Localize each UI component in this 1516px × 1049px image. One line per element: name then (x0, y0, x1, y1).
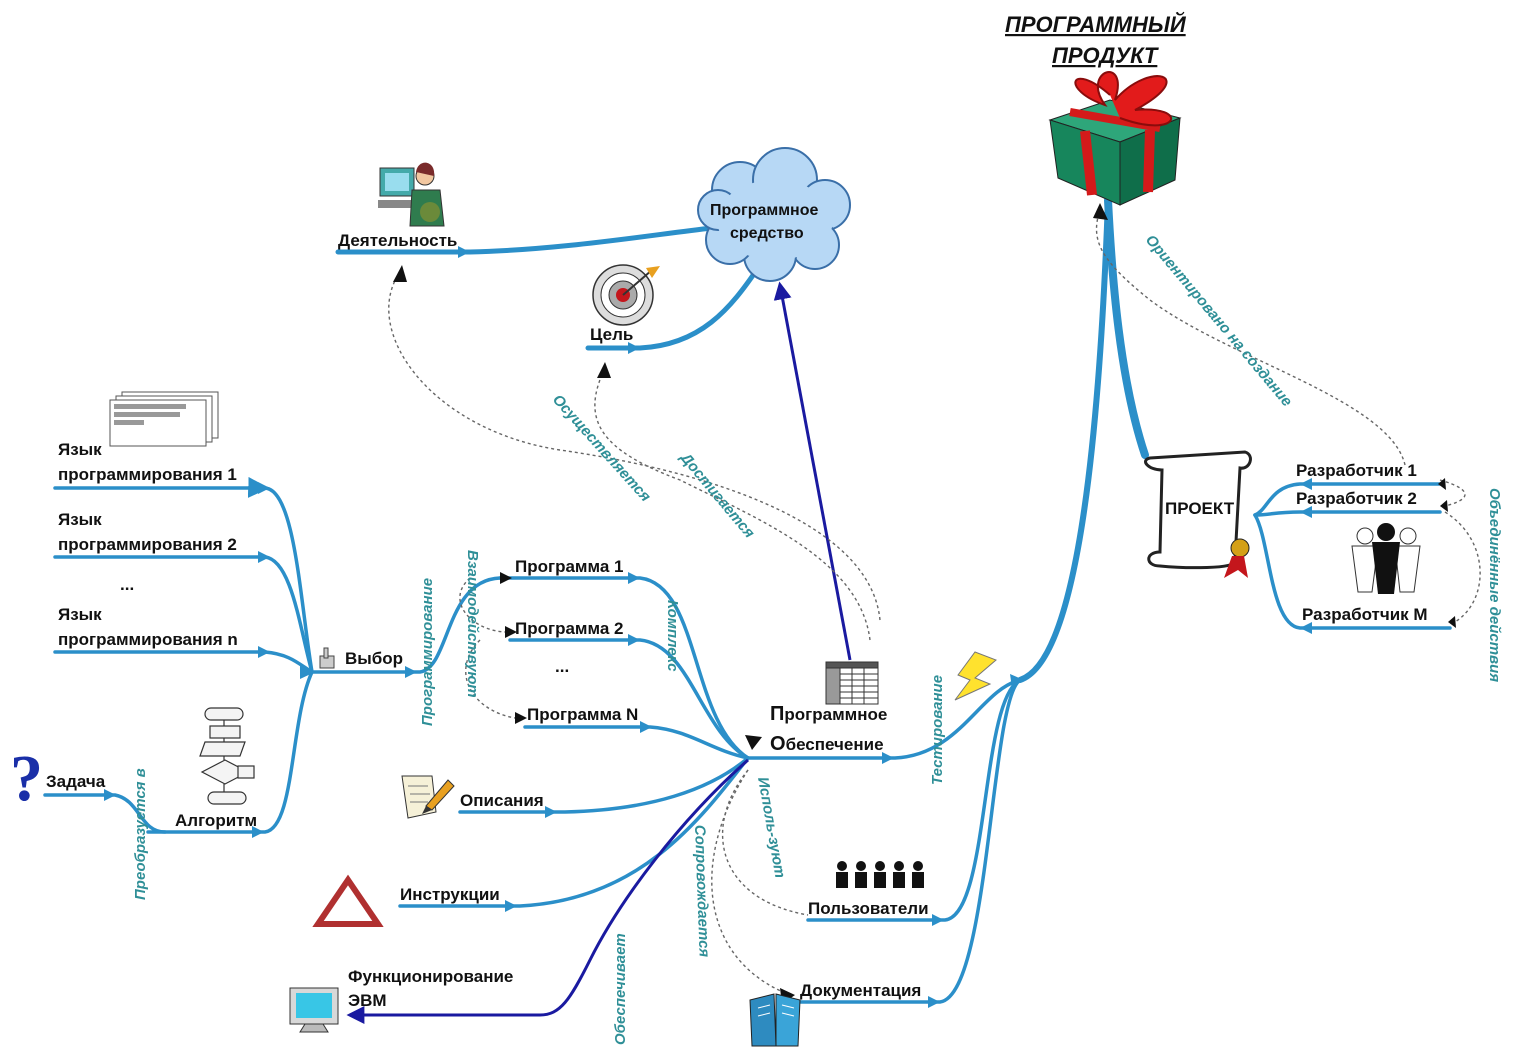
people-group-icon (836, 861, 924, 888)
relation-oriented: Ориентировано на создание (1142, 232, 1295, 410)
dotted-relations (388, 209, 1481, 996)
question-icon: ? (10, 742, 43, 815)
node-lang1-line2: программирования 1 (58, 465, 237, 484)
node-program-ellipsis: ... (555, 657, 569, 676)
woman-computer-icon (378, 162, 445, 227)
branch-program2 (508, 638, 750, 760)
node-lang2-line2: программирования 2 (58, 535, 237, 554)
branch-users (806, 678, 1022, 922)
node-instructions: Инструкции (400, 885, 500, 904)
screen-doc-icon (109, 391, 219, 447)
node-goal: Цель (590, 325, 633, 344)
branch-devM (1253, 513, 1452, 630)
arrow-software-to-cloud (773, 281, 852, 661)
node-cloud-line2: средство (730, 225, 804, 242)
branch-dev1 (1253, 482, 1442, 517)
relation-programming: Программирование (419, 578, 436, 726)
node-software-line1-rest: рограммное (784, 705, 887, 724)
branch-programN (523, 725, 750, 760)
branch-documentation (796, 678, 1022, 1004)
book-icon (749, 993, 801, 1047)
monitor-icon (289, 987, 339, 1033)
node-dev1: Разработчик 1 (1296, 461, 1417, 480)
node-activity: Деятельность (338, 231, 457, 250)
node-cloud-line1: Программное (710, 202, 818, 219)
node-software-line2-rest: беспечение (786, 735, 884, 754)
branch-activity (335, 225, 715, 255)
node-software-line1-initial: П (770, 703, 784, 725)
node-project: ПРОЕКТ (1165, 499, 1235, 518)
relation-accompanied: Сопровождается (691, 825, 713, 958)
relation-implemented: Осуществляется (549, 391, 654, 505)
branch-software (746, 678, 1022, 760)
branch-lines (43, 196, 1452, 1004)
node-lang1-line1: Язык (58, 440, 102, 459)
spreadsheet-icon (825, 661, 879, 705)
branch-choice (310, 576, 502, 674)
node-program2: Программа 2 (515, 619, 623, 638)
branch-algorithm (146, 670, 314, 834)
relation-transforms: Преобразуется в (132, 768, 149, 900)
relation-complex: Комплекс (664, 600, 681, 672)
branch-dev2 (1253, 510, 1442, 517)
node-langn-line2: программирования n (58, 630, 238, 649)
node-descriptions: Описания (460, 791, 544, 810)
branch-lang2 (53, 555, 314, 674)
relation-testing: Тестирование (929, 675, 946, 785)
branch-lang1 (53, 476, 314, 674)
branch-to-gift (1017, 197, 1111, 683)
branch-goal (585, 262, 763, 351)
diagram-title-line2: ПРОДУКТ (1052, 43, 1159, 68)
relation-use: Исполь-зуют (754, 776, 788, 880)
cloud-shape (697, 147, 851, 282)
relation-joint: Объединённые действия (1486, 488, 1503, 682)
hand-icon (319, 647, 335, 669)
arrow-provides-computer (346, 758, 749, 1024)
pencil-doc-icon (401, 775, 455, 819)
diagram-title-line1: ПРОГРАММНЫЙ (1005, 11, 1187, 37)
target-icon (592, 264, 660, 326)
node-lang2-line1: Язык (58, 510, 102, 529)
node-computer-line2: ЭВМ (348, 991, 387, 1010)
branch-langn (53, 650, 314, 674)
node-task: Задача (46, 772, 106, 791)
gift-icon (1048, 71, 1182, 206)
node-software-line2-initial: О (770, 733, 786, 755)
node-langn-line1: Язык (58, 605, 102, 624)
node-lang-ellipsis: ... (120, 575, 134, 594)
branch-descriptions (458, 756, 750, 814)
node-software-line1: Программное (770, 703, 887, 725)
node-devM: Разработчик М (1302, 605, 1428, 624)
relation-interact: Взаимодействуют (464, 550, 481, 698)
node-choice: Выбор (345, 649, 403, 668)
developers-icon (1351, 523, 1421, 594)
relation-provides: Обеспечивает (612, 933, 629, 1045)
node-users: Пользователи (808, 899, 929, 918)
node-programN: Программа N (527, 705, 638, 724)
branch-project (1104, 196, 1149, 459)
lightning-icon (954, 651, 997, 701)
warning-triangle-icon (312, 874, 384, 927)
flowchart-icon (199, 707, 255, 805)
branch-arrowheads (104, 246, 1312, 1008)
node-software-line2: Обеспечение (770, 733, 884, 755)
node-documentation: Документация (800, 981, 921, 1000)
node-dev2: Разработчик 2 (1296, 489, 1417, 508)
node-algorithm: Алгоритм (175, 811, 257, 830)
node-computer-line1: Функционирование (348, 967, 513, 986)
branch-program1 (498, 576, 750, 760)
dotted-arrowheads (393, 203, 1456, 1004)
node-program1: Программа 1 (515, 557, 623, 576)
scroll-icon (1144, 450, 1252, 578)
